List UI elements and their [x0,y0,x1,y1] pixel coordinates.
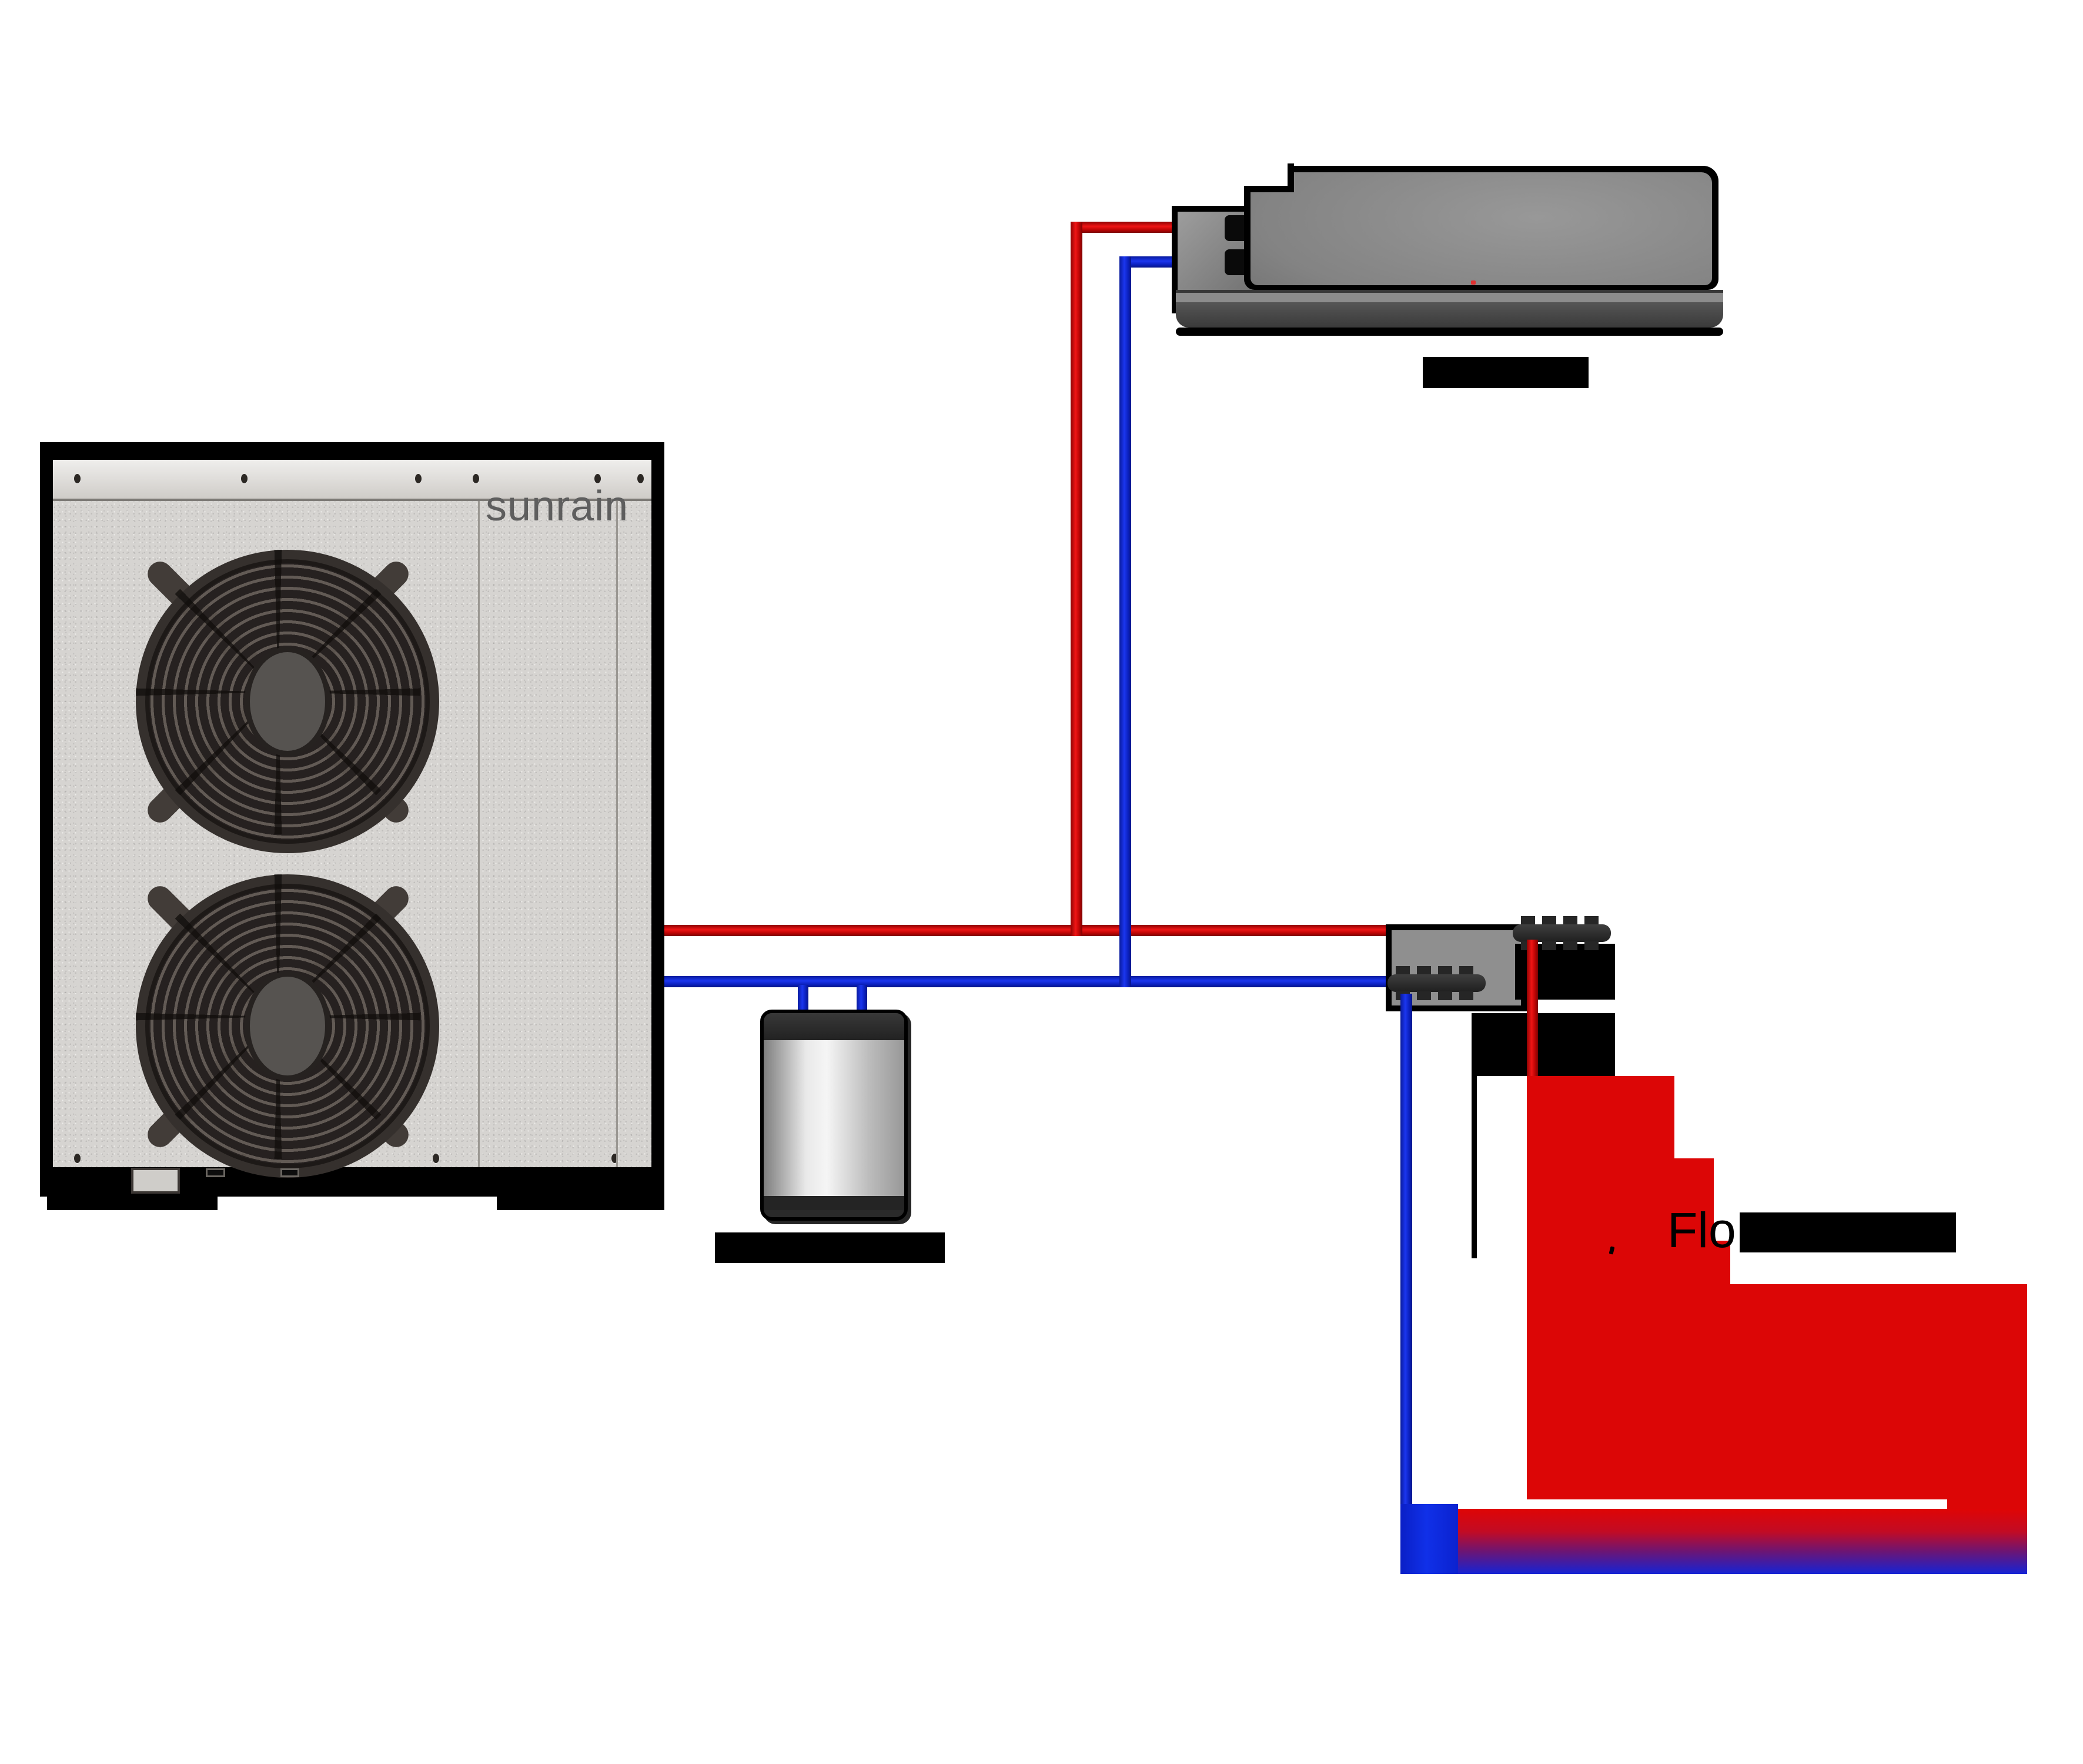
return-pipe-main-horizontal [664,976,1404,987]
buffer-tank [760,1010,908,1221]
screw-icon [611,1154,618,1163]
indoor-unit-light-strip [1176,293,1723,302]
fan-grille-top [136,550,439,853]
screw-icon [241,474,248,483]
tank-bottom-cap [764,1196,904,1210]
floor-loop-step-1 [1527,1076,1674,1159]
indoor-unit-seam [1176,290,1723,293]
floor-loop-step-3 [1527,1241,1730,1285]
floor-heating-label: Flo [1667,1205,1956,1255]
outdoor-unit-top-strip [53,460,651,501]
brand-logo-text: sunrain [486,483,629,530]
supply-pipe-indoor-vertical [1071,222,1082,936]
panel-seam [616,501,618,1167]
return-pipe-indoor-vertical [1119,256,1131,987]
indoor-unit-bottom-panel [1176,302,1723,328]
fan-hub-icon [250,977,325,1075]
floor-loop-main-block [1527,1284,2027,1499]
tank-inlet-stub [798,985,808,1014]
screw-icon [433,1154,439,1163]
manifold-ports-icon [1396,991,1477,1000]
screw-icon [473,474,479,483]
tank-top-cap [764,1013,904,1040]
manifold-ports-icon [1396,966,1477,975]
manifold-bar [1387,974,1486,992]
screw-icon [594,474,601,483]
floor-heating-label-redaction-bar [1739,1212,1956,1252]
screw-icon [637,474,644,483]
floor-supply-riser [1527,940,1538,1081]
screw-icon [74,474,81,483]
floor-slab-gradient [1458,1509,2027,1574]
status-led-icon [1471,280,1476,285]
indoor-unit-top-notch [1244,163,1294,192]
label-leader-line [1472,1074,1477,1258]
manifold-supply-header [1513,916,1611,950]
panel-seam [478,501,480,1167]
supply-pipe-main-horizontal [664,925,1529,936]
outdoor-unit-foot [497,1195,664,1210]
indoor-unit-base-line [1176,328,1723,336]
tank-outlet-stub [857,985,867,1014]
fan-rings-icon [136,874,439,1178]
floor-loop-step-2 [1527,1158,1714,1241]
manifold-ports-icon [1521,916,1603,925]
screw-icon [74,1154,81,1163]
buffer-tank-label-bar [715,1232,945,1263]
fan-rings-icon [136,550,439,853]
floor-return-riser [1400,994,1412,1508]
outdoor-unit-foot [47,1195,218,1210]
manifold-bar [1513,924,1611,942]
fan-hub-icon [250,652,325,751]
manifold-return-header [1387,966,1486,1000]
indoor-unit-label-bar [1423,357,1589,388]
indoor-unit-casing [1251,172,1712,285]
manifold-ports-icon [1521,941,1603,950]
tank-shell [764,1040,904,1196]
outdoor-unit-foot-block [131,1168,180,1194]
base-slot [206,1168,225,1177]
floor-heating-label-text: Flo [1667,1202,1736,1258]
manifold-label-bar-2 [1472,1013,1615,1076]
fan-grille-bottom [136,874,439,1178]
screw-icon [415,474,422,483]
floor-return-terminal [1400,1504,1458,1574]
base-slot [280,1168,299,1177]
